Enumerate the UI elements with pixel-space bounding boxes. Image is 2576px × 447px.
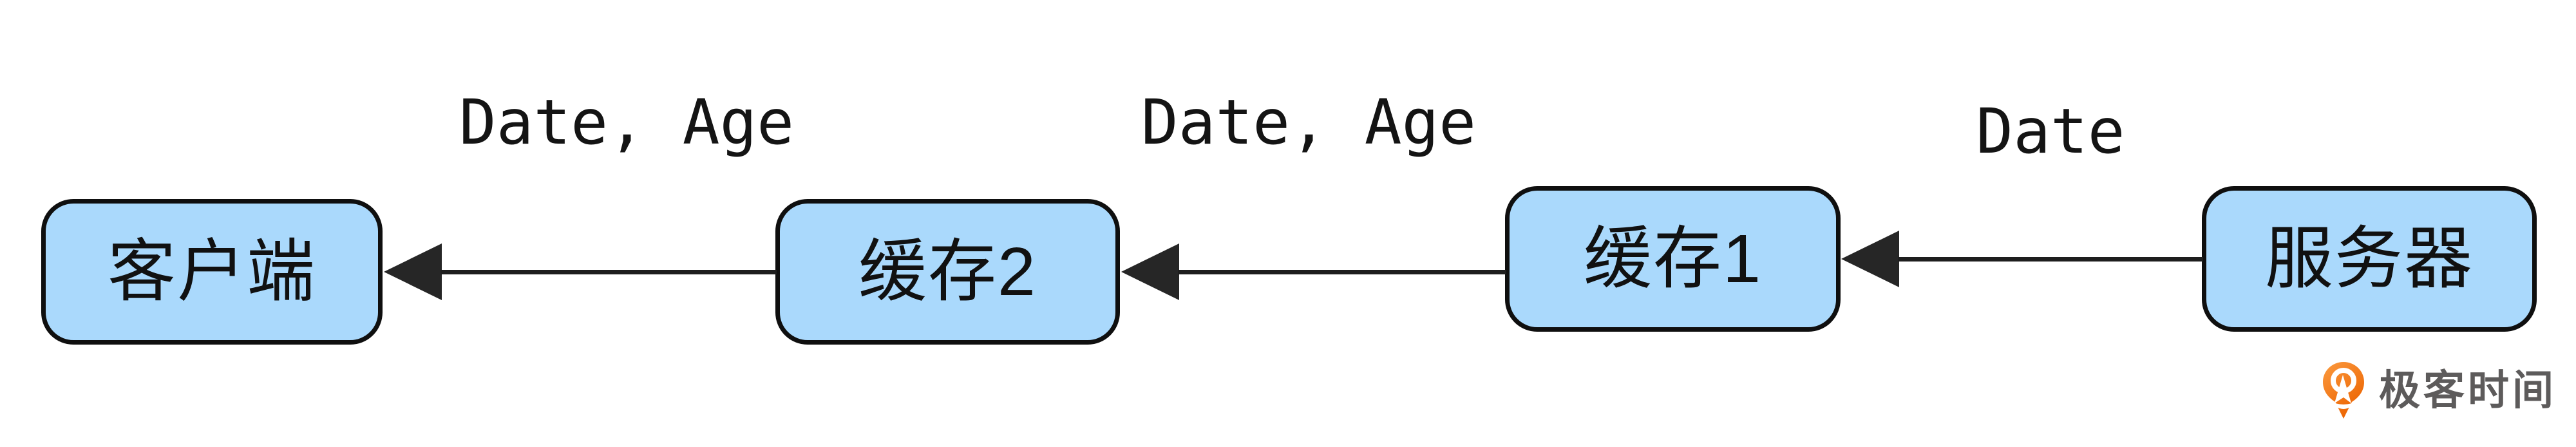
arrow-line-cache2-to-client [440, 270, 777, 274]
edge-label-date-age-2: Date, Age [1141, 86, 1477, 158]
node-client: 客户端 [41, 199, 383, 345]
geektime-watermark: 极客时间 [2321, 361, 2557, 420]
edge-label-date-age-1: Date, Age [459, 86, 795, 158]
arrow-line-cache1-to-cache2 [1178, 270, 1506, 274]
node-cache1: 缓存1 [1505, 186, 1841, 332]
node-client-label: 客户端 [108, 234, 316, 310]
arrowhead-left-icon [1121, 243, 1179, 300]
geektime-logo-text: 极客时间 [2379, 367, 2557, 414]
node-server: 服务器 [2202, 186, 2537, 332]
node-cache1-label: 缓存1 [1584, 221, 1762, 297]
node-cache2: 缓存2 [775, 199, 1120, 345]
node-cache2-label: 缓存2 [858, 234, 1037, 310]
arrow-line-server-to-cache1 [1898, 257, 2203, 262]
arrowhead-left-icon [384, 243, 442, 300]
node-server-label: 服务器 [2265, 221, 2474, 297]
arrowhead-left-icon [1841, 231, 1899, 287]
edge-label-date: Date [1976, 95, 2125, 167]
geektime-logo-icon [2323, 362, 2364, 419]
